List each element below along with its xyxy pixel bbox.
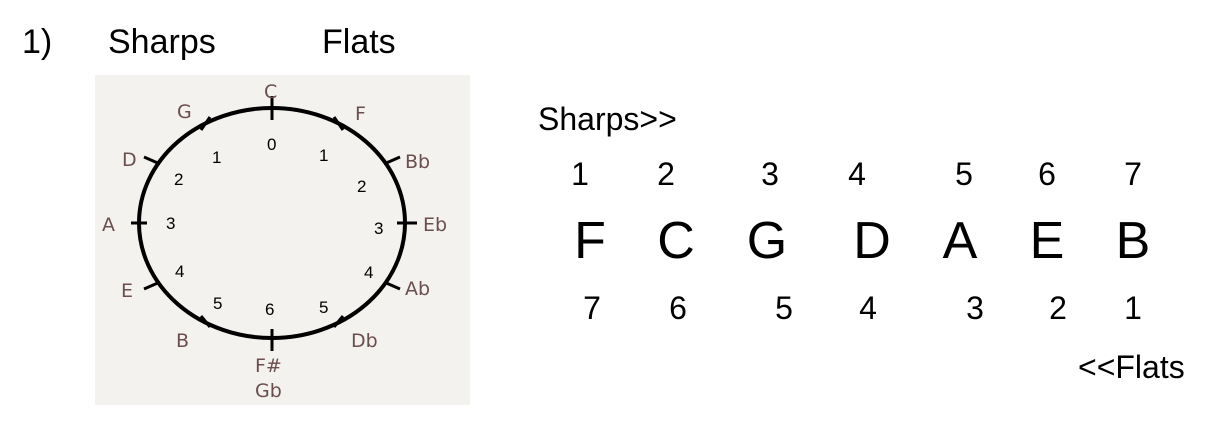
sharp-number: 2 bbox=[657, 156, 675, 192]
flat-number: 4 bbox=[859, 290, 877, 326]
note-labels: C F Bb Eb Ab Db F# Gb B E A D G bbox=[102, 81, 447, 402]
flat-number: 1 bbox=[1124, 290, 1142, 326]
note-label: F bbox=[355, 103, 366, 125]
sharp-number: 1 bbox=[571, 156, 589, 192]
sharps-direction-label: Sharps>> bbox=[538, 101, 677, 137]
tick-ab bbox=[383, 280, 401, 291]
note-label: C bbox=[264, 81, 277, 103]
note-letter: A bbox=[942, 212, 978, 270]
accidental-count: 1 bbox=[319, 146, 328, 165]
accidental-count: 0 bbox=[267, 135, 276, 154]
note-letter: G bbox=[746, 212, 788, 270]
sharp-number: 7 bbox=[1124, 156, 1142, 192]
flat-number: 6 bbox=[669, 290, 687, 326]
note-letter: E bbox=[1029, 212, 1065, 270]
flat-number: 2 bbox=[1049, 290, 1067, 326]
tick-db bbox=[332, 315, 345, 328]
sharp-number: 3 bbox=[761, 156, 779, 192]
flats-direction-label: <<Flats bbox=[1078, 349, 1185, 385]
note-letter: D bbox=[853, 212, 891, 270]
tick-g bbox=[199, 116, 212, 131]
note-label: Db bbox=[351, 330, 378, 352]
note-label: Ab bbox=[405, 278, 430, 300]
note-label: D bbox=[122, 149, 137, 171]
section-number: 1) bbox=[22, 23, 53, 61]
tick-e bbox=[143, 280, 161, 291]
circle-ticks bbox=[131, 96, 417, 351]
accidental-count: 3 bbox=[374, 219, 383, 238]
accidental-count: 2 bbox=[174, 170, 183, 189]
note-label: E bbox=[121, 280, 133, 302]
note-letter: C bbox=[657, 212, 695, 270]
tick-b bbox=[199, 315, 212, 328]
tick-d bbox=[143, 155, 161, 166]
accidental-count: 1 bbox=[212, 148, 221, 167]
accidental-count: 2 bbox=[357, 177, 366, 196]
circle-of-fifths: C F Bb Eb Ab Db F# Gb B E A D G 0 1 2 3 … bbox=[95, 75, 470, 405]
accidental-count: 4 bbox=[364, 263, 373, 282]
accidental-count: 4 bbox=[175, 262, 184, 281]
sharp-number: 6 bbox=[1038, 156, 1056, 192]
circle-of-fifths-svg: C F Bb Eb Ab Db F# Gb B E A D G 0 1 2 3 … bbox=[102, 81, 447, 402]
note-label: G bbox=[177, 101, 192, 123]
accidental-count: 6 bbox=[265, 300, 274, 319]
note-label: Eb bbox=[423, 214, 447, 236]
note-letter: F bbox=[574, 212, 606, 270]
accidental-counts: 0 1 2 3 4 5 6 5 4 3 2 1 bbox=[166, 135, 383, 319]
note-label: Gb bbox=[255, 380, 282, 402]
accidental-count: 5 bbox=[319, 298, 328, 317]
note-letter: B bbox=[1115, 212, 1151, 270]
note-label: F# bbox=[255, 355, 282, 377]
note-label: Bb bbox=[405, 151, 430, 173]
sharp-number: 5 bbox=[955, 156, 973, 192]
heading-flats: Flats bbox=[322, 23, 396, 61]
accidental-count: 3 bbox=[166, 214, 175, 233]
heading-sharps: Sharps bbox=[108, 23, 216, 61]
note-label: A bbox=[102, 214, 115, 236]
tick-bb bbox=[383, 155, 401, 166]
accidental-count: 5 bbox=[213, 294, 222, 313]
flat-number: 7 bbox=[583, 290, 601, 326]
sharp-number: 4 bbox=[848, 156, 866, 192]
flat-number: 3 bbox=[966, 290, 984, 326]
note-label: B bbox=[176, 330, 189, 352]
tick-f bbox=[332, 116, 345, 131]
flat-number: 5 bbox=[775, 290, 793, 326]
